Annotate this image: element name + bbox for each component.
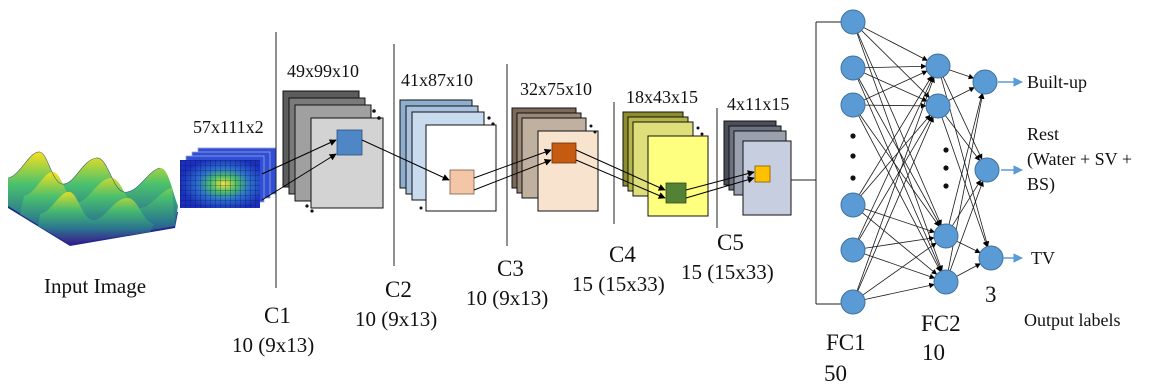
input-image-caption: Input Image xyxy=(44,274,146,298)
fc1-node xyxy=(840,192,866,218)
fc2-output-edge xyxy=(956,263,981,277)
fc1-fc2-edge xyxy=(863,72,928,102)
output-label-arrows xyxy=(998,77,1023,263)
output-node xyxy=(972,69,998,95)
c5-name: C5 xyxy=(717,230,744,255)
fc2-output-edge xyxy=(949,180,984,271)
fc2-name: FC2 xyxy=(921,311,961,336)
output-labels-caption: Output labels xyxy=(1024,310,1121,330)
fc1-fc2-edge xyxy=(862,242,937,296)
fc2-node xyxy=(925,53,951,79)
input-image-surface xyxy=(7,151,178,246)
fc2-ellipsis xyxy=(943,147,949,189)
input-patch-size-label: 57x111x2 xyxy=(193,117,264,137)
c5-kernel xyxy=(754,165,771,183)
fully-connected-edges xyxy=(856,27,990,300)
fc1-fc2-edge xyxy=(857,116,934,292)
fc1-ellipsis xyxy=(850,133,856,181)
fc1-node xyxy=(840,289,866,315)
fc1-fc2-edge xyxy=(864,282,935,300)
fc1-node xyxy=(840,237,866,263)
c3-kernel xyxy=(551,142,577,164)
input-patch-stack xyxy=(180,147,277,208)
fc1-name: FC1 xyxy=(826,330,866,355)
c1-filters: 10 (9x13) xyxy=(232,333,314,357)
c1-output-size: 49x99x10 xyxy=(287,61,359,81)
fc2-node xyxy=(933,269,959,295)
c3-filters: 10 (9x13) xyxy=(466,286,548,310)
c1-name: C1 xyxy=(264,303,291,328)
fc1-fc2-edge xyxy=(864,102,927,109)
fc1-fc2-edge xyxy=(861,30,930,98)
conv-layer-c5 xyxy=(716,108,792,228)
fc2-output-edge xyxy=(948,93,984,225)
c3-output-size: 32x75x10 xyxy=(520,79,592,99)
c2-kernel xyxy=(449,169,475,195)
fc2-units: 10 xyxy=(922,340,945,365)
c3-name: C3 xyxy=(497,256,524,281)
fc1-fc2-edge xyxy=(864,235,935,249)
fully-connected-nodes xyxy=(840,9,1004,315)
c4-filters: 15 (15x33) xyxy=(572,272,665,296)
fc1-fc2-edge xyxy=(858,75,933,195)
c4-name: C4 xyxy=(609,242,636,267)
c5-filters: 15 (15x33) xyxy=(681,260,774,284)
conv-layer-c3 xyxy=(506,64,599,246)
fc1-fc2-edge xyxy=(858,78,941,226)
fc1-fc2-edge xyxy=(858,115,933,240)
fc2-output-edge xyxy=(956,240,981,254)
fc1-fc2-edge xyxy=(858,115,941,272)
fc1-fc2-edge xyxy=(856,76,935,291)
c2-filters: 10 (9x13) xyxy=(355,307,437,331)
output-label-rest-line2: (Water + SV + xyxy=(1027,149,1132,170)
fc2-node xyxy=(925,93,951,119)
output-node xyxy=(978,245,1004,271)
conv-connection-arrows xyxy=(261,139,755,201)
fc2-output-edge xyxy=(941,117,989,248)
fc1-fc2-edge xyxy=(863,70,928,101)
c4-kernel xyxy=(665,182,687,204)
c1-kernel xyxy=(336,129,363,156)
fc2-output-edge xyxy=(949,69,975,80)
fc2-output-edge xyxy=(951,179,982,227)
c2-name: C2 xyxy=(385,277,412,302)
c5-output-size: 4x11x15 xyxy=(727,94,789,114)
output-units: 3 xyxy=(985,282,997,307)
fc1-fc2-edge xyxy=(863,27,928,61)
output-label-tv: TV xyxy=(1031,248,1055,268)
c4-output-size: 18x43x15 xyxy=(626,87,698,107)
conv-layer-c2 xyxy=(393,44,497,266)
fc2-output-edge xyxy=(948,87,975,101)
fc1-node xyxy=(840,9,866,35)
output-node xyxy=(974,157,1000,183)
fc1-fc2-edge xyxy=(861,212,938,275)
output-label-built-up: Built-up xyxy=(1027,72,1087,92)
fc2-node xyxy=(933,223,959,249)
output-label-rest-line1: Rest xyxy=(1027,124,1059,144)
c2-output-size: 41x87x10 xyxy=(401,70,473,90)
fc1-node xyxy=(840,55,866,81)
fc1-node xyxy=(840,92,866,118)
fc1-fc2-edge xyxy=(860,114,931,197)
fc1-fc2-edge xyxy=(864,253,936,280)
fc2-output-edge xyxy=(942,76,983,160)
fc2-output-edge xyxy=(944,115,981,161)
fc1-fc2-edge xyxy=(864,63,927,70)
output-label-rest-line3: BS) xyxy=(1027,174,1055,195)
conv-layer-c4 xyxy=(613,102,709,224)
flatten-connector xyxy=(791,21,848,305)
fc1-fc2-edge xyxy=(857,76,934,240)
fc1-fc2-edge xyxy=(864,208,936,234)
fc1-units: 50 xyxy=(824,361,847,386)
